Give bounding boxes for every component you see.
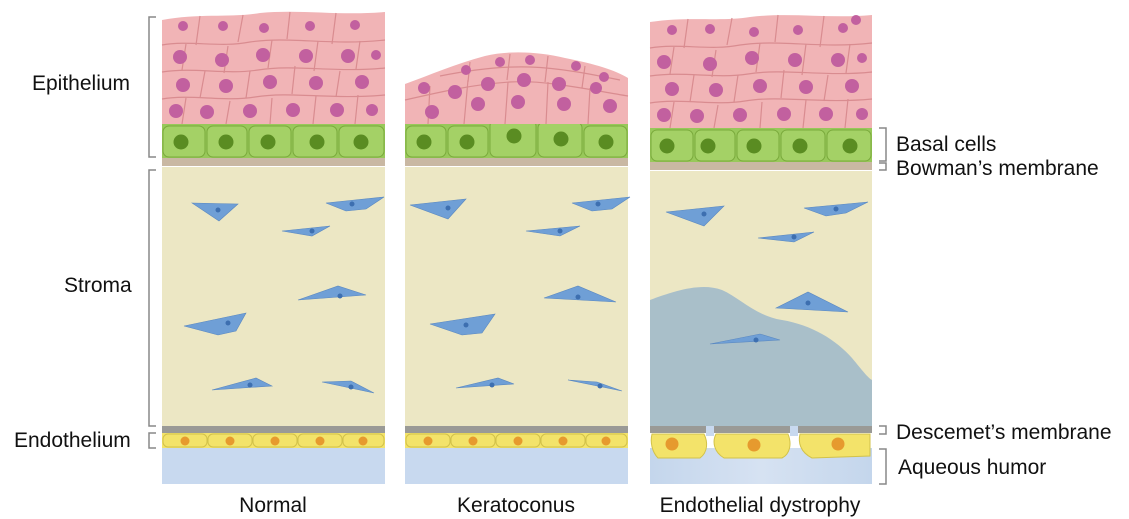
epithelium-bracket xyxy=(149,17,156,157)
descemets-membrane-label: Descemet’s membrane xyxy=(896,422,1112,443)
right-brackets xyxy=(879,128,886,484)
stroma-bracket xyxy=(149,170,156,426)
basal-cell-row xyxy=(650,128,872,162)
basal-cell-row xyxy=(162,124,385,158)
bowmans-membrane-bracket xyxy=(879,163,886,170)
descemets-membrane-layer xyxy=(405,426,628,433)
endothelium-label: Endothelium xyxy=(14,430,131,451)
aqueous-humor-bracket xyxy=(879,449,886,484)
aqueous-humor-layer xyxy=(405,448,628,484)
epithelial-cell-layer xyxy=(405,52,628,124)
bowmans-membrane-layer xyxy=(650,162,872,170)
descemets-membrane-bracket xyxy=(879,426,886,434)
epithelium-label: Epithelium xyxy=(32,73,130,94)
caption-endothelial-dystrophy: Endothelial dystrophy xyxy=(610,495,910,516)
basal-cell-row xyxy=(405,120,628,158)
endothelium-bracket xyxy=(149,433,156,448)
endothelial-cell-row xyxy=(651,434,870,458)
basal-cells-label: Basal cells xyxy=(896,134,996,155)
panel-normal xyxy=(162,12,385,484)
epithelial-cell-layer xyxy=(162,12,385,124)
panel-endothelial-dystrophy xyxy=(650,15,872,484)
endothelial-cell-row xyxy=(405,433,628,448)
epithelial-cell-layer xyxy=(650,15,872,128)
bowmans-membrane-layer xyxy=(162,158,385,166)
bowmans-membrane-label: Bowman’s membrane xyxy=(896,158,1099,179)
basal-cells-bracket xyxy=(879,128,886,161)
descemets-membrane-layer xyxy=(162,426,385,433)
aqueous-humor-layer xyxy=(162,448,385,484)
aqueous-humor-label: Aqueous humor xyxy=(898,457,1046,478)
bowmans-membrane-layer xyxy=(405,158,628,166)
panel-keratoconus xyxy=(405,52,630,484)
left-brackets xyxy=(149,17,156,448)
endothelial-cell-row xyxy=(162,433,385,448)
stroma-label: Stroma xyxy=(64,275,132,296)
